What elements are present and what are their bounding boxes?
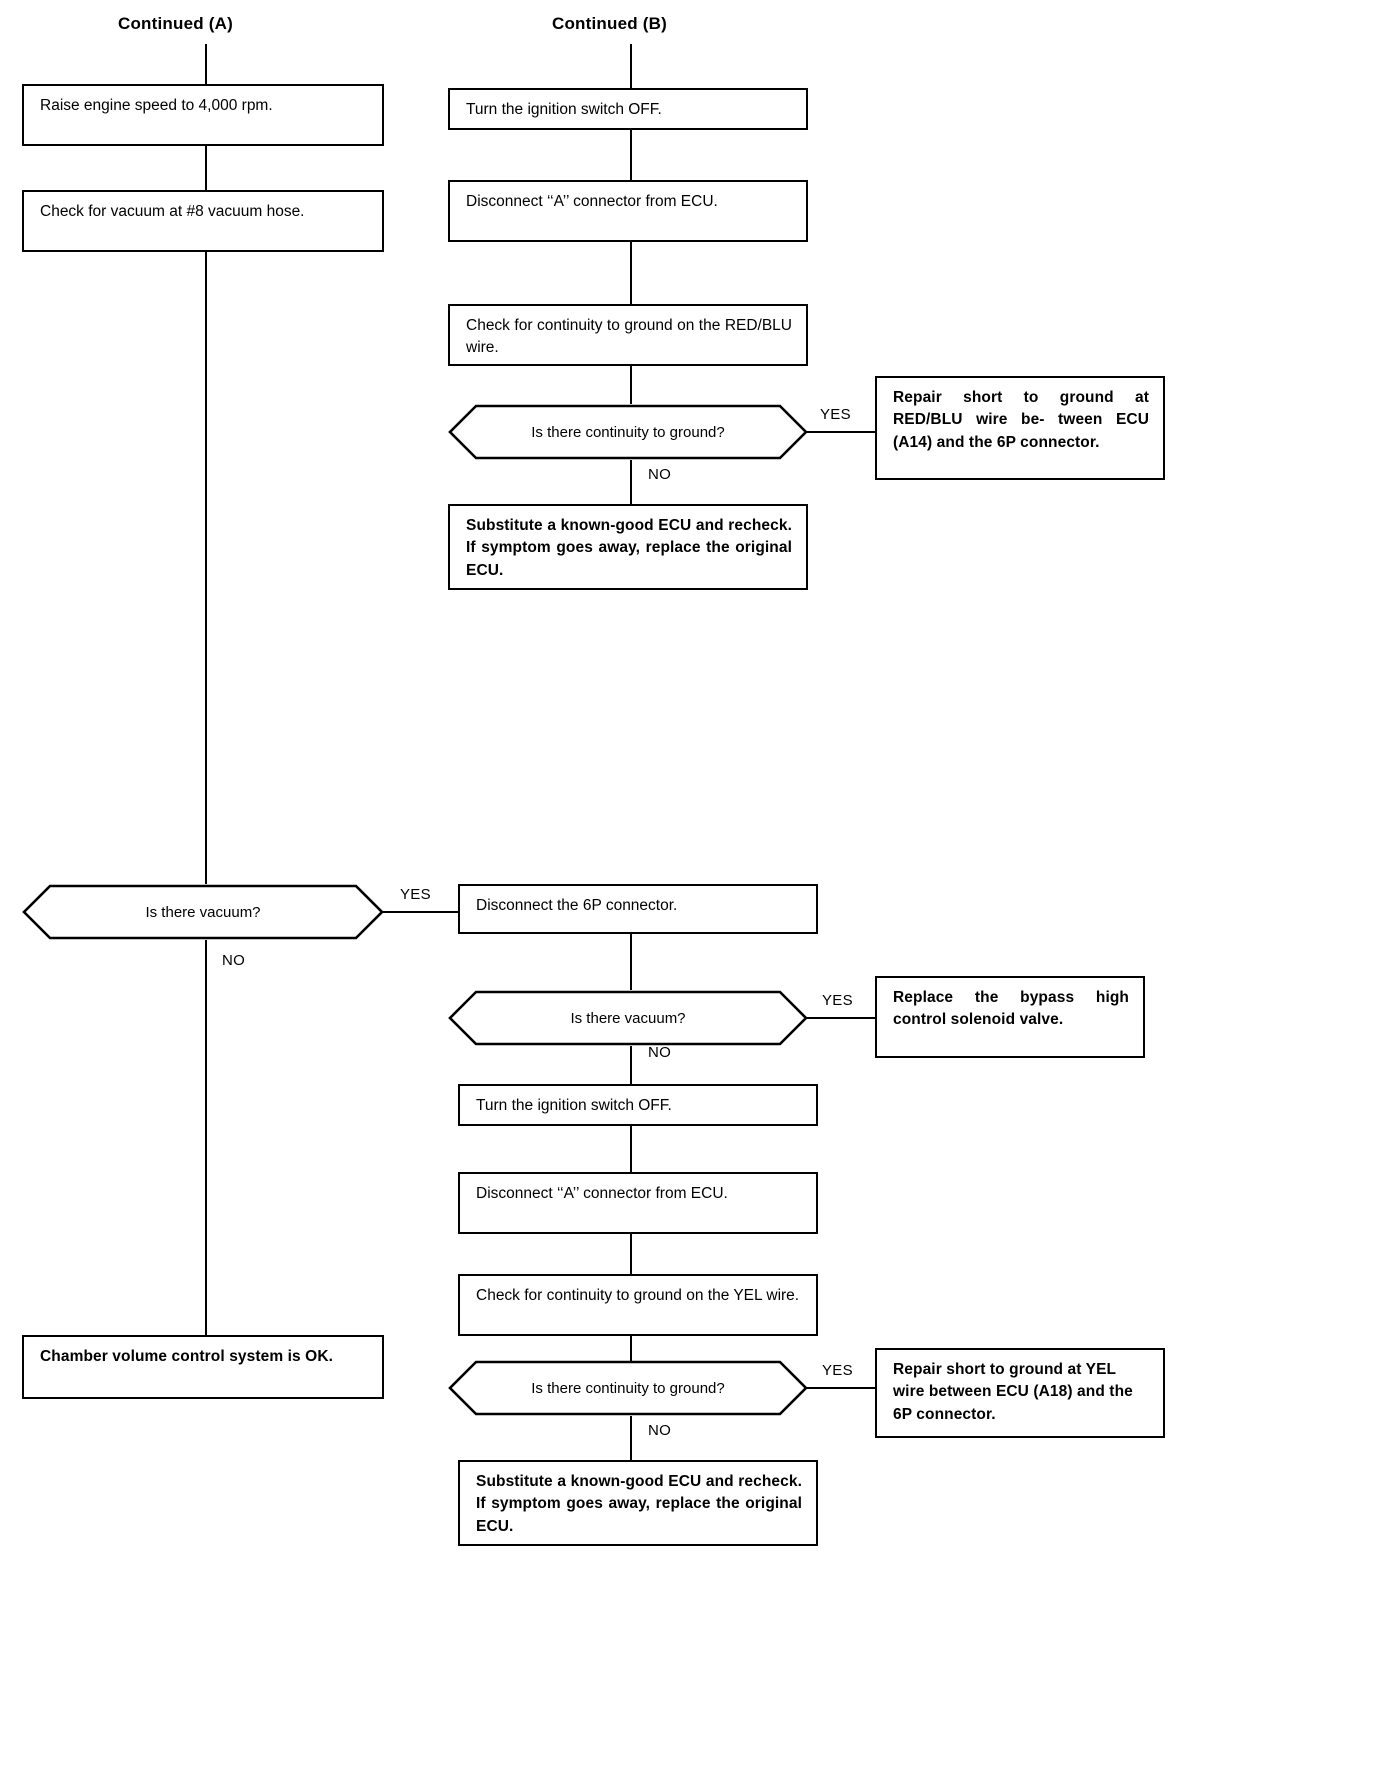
connector-continuity1-yes xyxy=(806,431,876,433)
decision-label: Is there continuity to ground? xyxy=(531,1379,725,1397)
box-check-continuity-yel: Check for continuity to ground on the YE… xyxy=(458,1274,818,1336)
decision-continuity-to-ground-2: Is there continuity to ground? xyxy=(448,1360,808,1416)
box-disconnect-a-connector-1: Disconnect ‘‘A’’ connector from ECU. xyxy=(448,180,808,242)
box-check-vacuum-hose: Check for vacuum at #8 vacuum hose. xyxy=(22,190,384,252)
label-continuity1-yes: YES xyxy=(820,406,851,423)
decision-is-there-vacuum: Is there vacuum? xyxy=(22,884,384,940)
label-vacuum2-yes: YES xyxy=(822,992,853,1009)
connector-raise-to-checkvac xyxy=(205,146,207,190)
connector-continuity2-yes xyxy=(806,1387,876,1389)
box-raise-engine-speed: Raise engine speed to 4,000 rpm. xyxy=(22,84,384,146)
decision-shape xyxy=(22,884,384,940)
box-disconnect-6p-connector: Disconnect the 6P connector. xyxy=(458,884,818,934)
label-continuity1-no: NO xyxy=(648,466,672,483)
box-repair-short-yel: Repair short to ground at YEL wire betwe… xyxy=(875,1348,1165,1438)
connector-checkvac-to-vacuum-decision xyxy=(205,252,207,884)
label-continuity2-no: NO xyxy=(648,1422,672,1439)
connector-disconnect2-to-continuity-2 xyxy=(630,1234,632,1274)
connector-a-header-to-raise xyxy=(205,44,207,84)
decision-label: Is there vacuum? xyxy=(570,1009,686,1027)
header-continued-a: Continued (A) xyxy=(118,14,233,33)
connector-ignition2-to-disconnect-2 xyxy=(630,1126,632,1172)
decision-shape xyxy=(448,404,808,460)
box-substitute-ecu-1: Substitute a known-good ECU and recheck.… xyxy=(448,504,808,590)
header-continued-b: Continued (B) xyxy=(552,14,667,33)
decision-shape xyxy=(448,990,808,1046)
box-substitute-ecu-2: Substitute a known-good ECU and recheck.… xyxy=(458,1460,818,1546)
connector-vacuum2-no xyxy=(630,1046,632,1084)
connector-vacuum-yes xyxy=(383,911,458,913)
connector-vacuum-no xyxy=(205,940,207,1335)
connector-ignition-to-disconnect-1 xyxy=(630,130,632,180)
box-turn-ignition-off-2: Turn the ignition switch OFF. xyxy=(458,1084,818,1126)
label-vacuum-yes: YES xyxy=(400,886,431,903)
box-replace-bypass-valve: Replace the bypass high control solenoid… xyxy=(875,976,1145,1058)
decision-label: Is there continuity to ground? xyxy=(531,423,725,441)
connector-continuity2-no xyxy=(630,1416,632,1460)
label-continuity2-yes: YES xyxy=(822,1362,853,1379)
box-repair-short-redblu: Repair short to ground at RED/BLU wire b… xyxy=(875,376,1165,480)
connector-disconnect-to-continuity-1 xyxy=(630,242,632,304)
label-vacuum2-no: NO xyxy=(648,1044,672,1061)
decision-continuity-to-ground-1: Is there continuity to ground? xyxy=(448,404,808,460)
box-check-continuity-redblu: Check for continuity to ground on the RE… xyxy=(448,304,808,366)
label-vacuum-no: NO xyxy=(222,952,246,969)
connector-vacuum2-yes xyxy=(806,1017,876,1019)
connector-6p-to-vacuum-decision-2 xyxy=(630,934,632,990)
decision-label: Is there vacuum? xyxy=(145,903,261,921)
connector-b-header-to-ignition xyxy=(630,44,632,88)
box-disconnect-a-connector-2: Disconnect ‘‘A’’ connector from ECU. xyxy=(458,1172,818,1234)
connector-continuity2-to-decision-2 xyxy=(630,1336,632,1372)
decision-shape xyxy=(448,1360,808,1416)
box-turn-ignition-off-1: Turn the ignition switch OFF. xyxy=(448,88,808,130)
connector-continuity-to-decision-1 xyxy=(630,366,632,404)
connector-continuity1-no xyxy=(630,460,632,504)
box-chamber-volume-ok: Chamber volume control system is OK. xyxy=(22,1335,384,1399)
decision-is-there-vacuum-2: Is there vacuum? xyxy=(448,990,808,1046)
